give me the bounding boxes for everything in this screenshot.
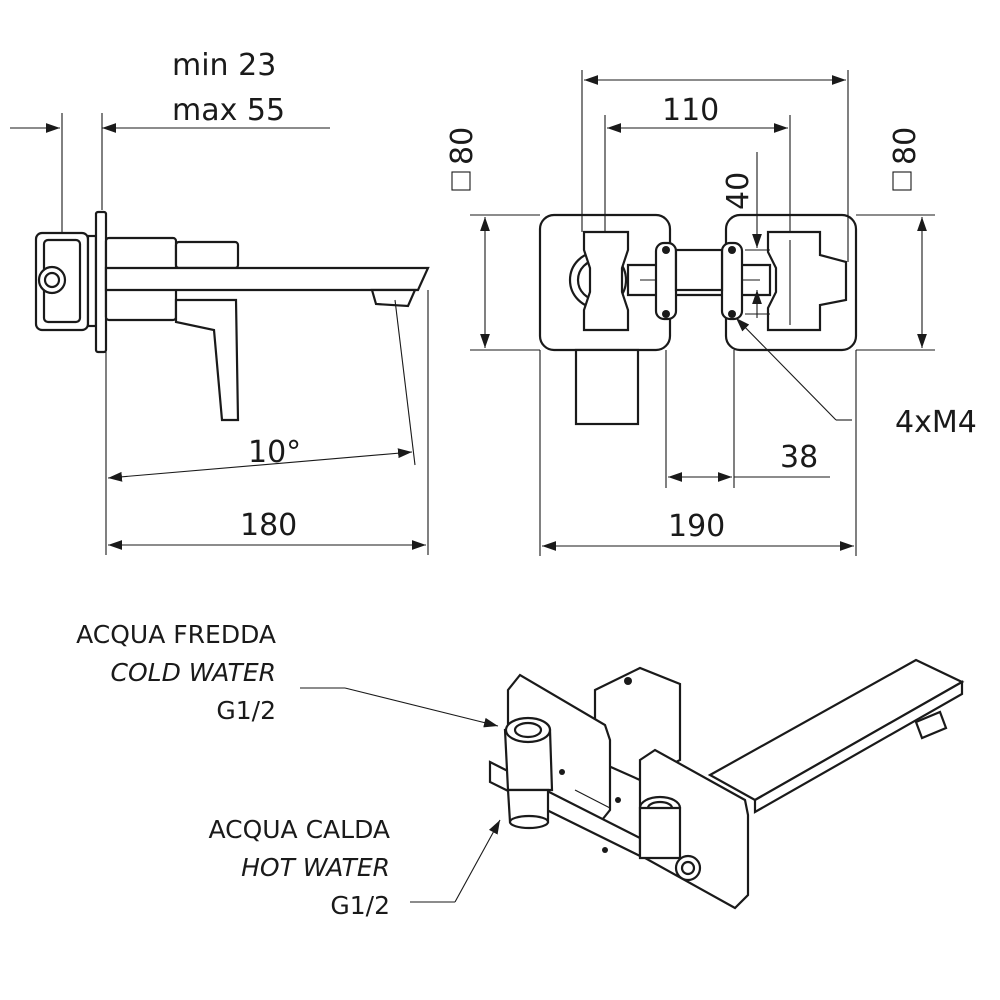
spout-body-below	[574, 348, 640, 426]
square-symbol	[451, 171, 471, 191]
depth-max-label: max 55	[172, 93, 285, 128]
length-dimension: 180	[105, 290, 429, 555]
plate-left-dimension: 80	[445, 127, 540, 351]
hot-water-en: HOT WATER	[241, 853, 390, 882]
depth-min-label: min 23	[172, 48, 276, 83]
side-mixer-body	[34, 210, 430, 422]
angle-dimension: 10°	[107, 299, 416, 482]
right-valve-cartridge	[766, 230, 848, 332]
aerator	[370, 288, 417, 308]
iso-aerator	[914, 710, 948, 740]
iso-hot-inlet	[508, 814, 550, 830]
side-view: min 23 max 55 10°	[10, 48, 430, 555]
offset-dimension: 38	[665, 350, 830, 488]
cold-water-en: COLD WATER	[111, 658, 276, 687]
left-valve-cartridge	[582, 230, 630, 332]
plate-right-label: 80	[888, 127, 923, 165]
lever-handle	[174, 298, 240, 422]
mounting-plate-edge	[86, 234, 98, 328]
top-dimensions: 110 40	[581, 70, 849, 318]
overall-outer-label: 110	[662, 93, 719, 128]
vertical-spacing-label: 40	[721, 172, 756, 210]
isometric-view	[488, 658, 965, 910]
cold-water-thread: G1/2	[216, 696, 276, 725]
front-view: 80 80 110 40 4xM	[445, 70, 977, 556]
total-width-label: 190	[668, 509, 725, 544]
inlet-connector	[37, 265, 67, 295]
depth-dimension: min 23 max 55	[10, 48, 330, 235]
square-symbol	[892, 171, 912, 191]
hot-water-thread: G1/2	[330, 891, 390, 920]
screw-callout: 4xM4	[735, 317, 977, 440]
cold-water-it: ACQUA FREDDA	[76, 620, 276, 649]
length-label: 180	[240, 508, 297, 543]
angle-label: 10°	[248, 435, 301, 470]
screws-label: 4xM4	[895, 405, 977, 440]
spout	[104, 266, 430, 292]
offset-label: 38	[780, 440, 818, 475]
hot-water-it: ACQUA CALDA	[208, 815, 390, 844]
hot-water-callout: ACQUA CALDA HOT WATER G1/2	[208, 815, 501, 920]
total-width-dimension: 190	[539, 350, 857, 556]
cold-water-callout: ACQUA FREDDA COLD WATER G1/2	[76, 620, 499, 728]
plate-right-dimension: 80	[856, 127, 935, 351]
wall-plate	[94, 210, 108, 354]
plate-left-label: 80	[445, 127, 480, 165]
